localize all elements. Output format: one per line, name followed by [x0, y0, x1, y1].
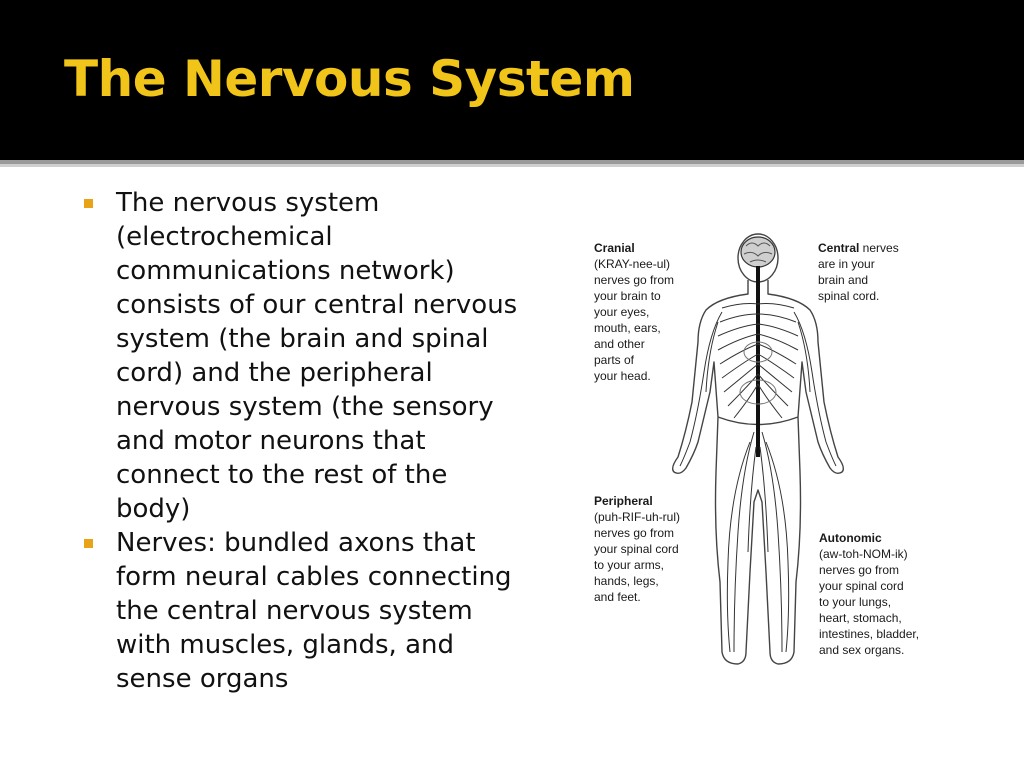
bullet-item: Nerves: bundled axons that form neural c… — [80, 526, 520, 696]
slide-title: The Nervous System — [64, 50, 635, 108]
title-divider-shadow — [0, 164, 1024, 167]
bullet-item: The nervous system (electrochemical comm… — [80, 186, 520, 526]
title-bar — [0, 0, 1024, 160]
bullet-square-icon — [84, 539, 93, 548]
title-divider — [0, 160, 1024, 164]
peripheral-nerves — [679, 303, 837, 653]
cranial-label: Cranial (KRAY-nee-ul) nerves go from you… — [594, 241, 675, 383]
bullet-text: The nervous system (electrochemical comm… — [116, 188, 518, 524]
bullet-square-icon — [84, 199, 93, 208]
organs-outline — [739, 341, 777, 405]
central-label: Central nerves are in your brain and spi… — [818, 241, 899, 303]
nervous-system-figure: Cranial (KRAY-nee-ul) nerves go from you… — [588, 232, 940, 672]
autonomic-label: Autonomic (aw-toh-NOM-ik) nerves go from… — [819, 531, 920, 657]
bullet-text: Nerves: bundled axons that form neural c… — [116, 528, 512, 694]
brain-icon — [740, 236, 776, 268]
bullet-list: The nervous system (electrochemical comm… — [80, 186, 520, 696]
peripheral-label: Peripheral (puh-RIF-uh-rul) nerves go fr… — [594, 494, 681, 604]
human-body-nerves-illustration — [671, 233, 845, 665]
